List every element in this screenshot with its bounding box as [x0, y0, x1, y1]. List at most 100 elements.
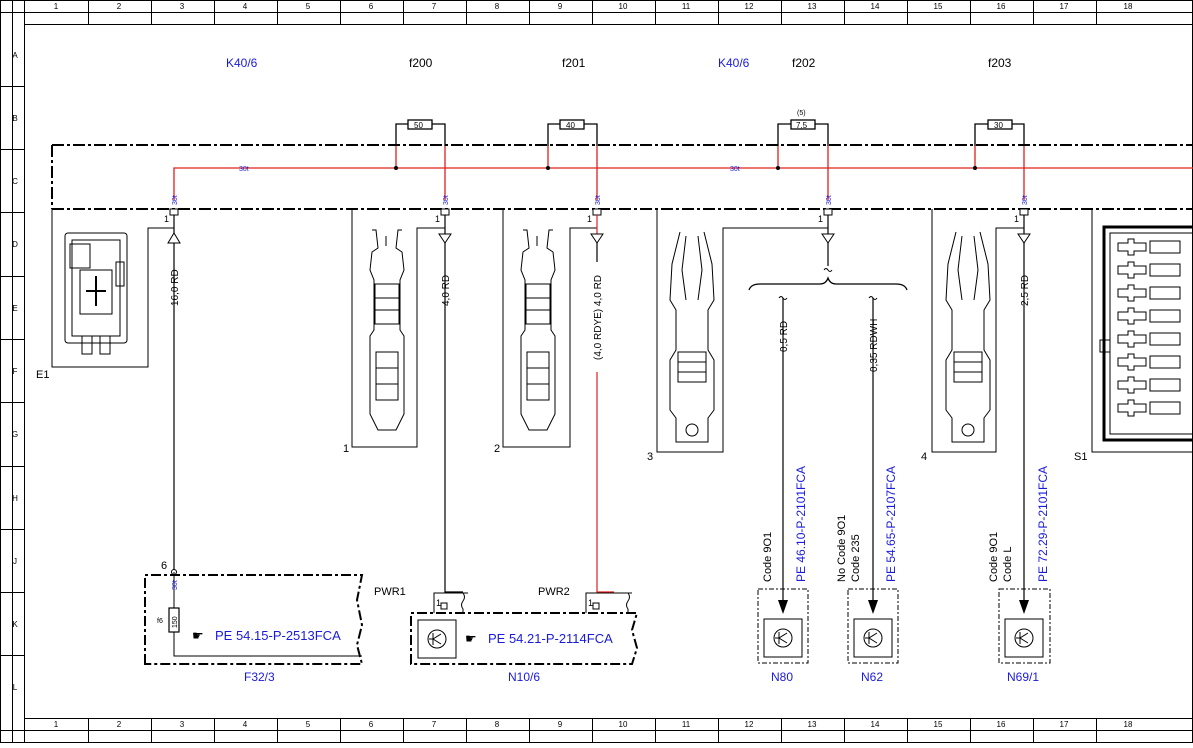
- terminal-label-3: 30t: [826, 195, 833, 205]
- fuse-f200-value: 50: [414, 121, 423, 130]
- row-k: K: [12, 620, 18, 629]
- pin-number-e1: 1: [164, 214, 169, 224]
- label-n62: N62: [861, 670, 883, 684]
- ref-link-n80[interactable]: PE 46.10-P-2101FCA: [794, 466, 808, 582]
- col-6: 6: [369, 2, 374, 11]
- row-h: H: [12, 494, 18, 503]
- label-n69: N69/1: [1007, 670, 1039, 684]
- col-18: 18: [1124, 2, 1133, 11]
- col-4-bottom: 4: [243, 720, 248, 729]
- label-n80: N80: [771, 670, 793, 684]
- col-5-bottom: 5: [306, 720, 311, 729]
- code-note-n69-2: Code L: [1002, 547, 1014, 582]
- col-17-bottom: 17: [1060, 720, 1069, 729]
- connector-3-label: 3: [647, 451, 653, 463]
- col-12-bottom: 12: [745, 720, 754, 729]
- col-9: 9: [558, 2, 563, 11]
- col-3: 3: [180, 2, 185, 11]
- col-16-bottom: 16: [997, 720, 1006, 729]
- col-1: 1: [54, 2, 59, 11]
- fuse-f202-value: 7,5: [796, 121, 808, 130]
- fuse-f201-value: 40: [566, 121, 575, 130]
- terminal-label-4: 30t: [1022, 195, 1029, 205]
- row-b: B: [12, 114, 17, 123]
- hand-icon-n10: ☛: [465, 631, 477, 646]
- col-16: 16: [997, 2, 1006, 11]
- ref-link-f32[interactable]: PE 54.15-P-2513FCA: [215, 628, 341, 643]
- wire-label-n62: 0,35 RDWH: [869, 319, 880, 372]
- terminal-label-e1: 30t: [172, 195, 179, 205]
- col-7-bottom: 7: [432, 720, 437, 729]
- connector-4-label: 4: [921, 451, 927, 463]
- code-note-n69-1: Code 9O1: [988, 532, 1000, 582]
- col-13: 13: [808, 2, 817, 11]
- label-f200: f200: [409, 56, 433, 70]
- hand-icon-f32: ☛: [192, 628, 204, 643]
- col-14-bottom: 14: [871, 720, 880, 729]
- code-note-n80: Code 9O1: [762, 532, 774, 582]
- wire-label-1: 4,0 RD: [441, 275, 452, 306]
- label-k40-left: K40/6: [226, 56, 258, 70]
- label-f203: f203: [988, 56, 1012, 70]
- connector-s1-label: S1: [1074, 451, 1087, 463]
- pwr2-label: PWR2: [538, 586, 570, 598]
- label-f201: f201: [562, 56, 586, 70]
- connector-1-label: 1: [343, 443, 349, 455]
- pin-number-1: 1: [435, 214, 440, 224]
- f32-fuse-name: f6: [157, 618, 163, 625]
- n10-pin2-number: 1: [588, 598, 593, 608]
- bus-label-right: 30t: [730, 166, 740, 173]
- row-j: J: [13, 557, 17, 566]
- terminal-label-2: 30t: [595, 195, 602, 205]
- f32-pin6: 6: [161, 560, 167, 572]
- fuse-f202-note: (5): [797, 110, 806, 117]
- label-f32: F32/3: [244, 670, 275, 684]
- pin-number-3: 1: [818, 214, 823, 224]
- label-f202: f202: [792, 56, 816, 70]
- col-13-bottom: 13: [808, 720, 817, 729]
- col-2-bottom: 2: [117, 720, 122, 729]
- col-8: 8: [495, 2, 500, 11]
- code-note-n62-2: Code 235: [850, 534, 862, 582]
- col-11: 11: [682, 2, 691, 11]
- col-2: 2: [117, 2, 122, 11]
- col-10: 10: [619, 2, 628, 11]
- col-17: 17: [1060, 2, 1069, 11]
- n10-pin2-term: [593, 603, 599, 609]
- fuse-f203-value: 30: [994, 121, 1003, 130]
- row-e: E: [12, 304, 17, 313]
- label-n10: N10/6: [508, 670, 540, 684]
- col-12: 12: [745, 2, 754, 11]
- ref-link-n62[interactable]: PE 54.65-P-2107FCA: [884, 466, 898, 582]
- ref-link-n10[interactable]: PE 54.21-P-2114FCA: [488, 631, 613, 646]
- wire-label-2: (4,0 RDYE) 4,0 RD: [593, 275, 604, 360]
- col-14: 14: [871, 2, 880, 11]
- row-a: A: [12, 51, 18, 60]
- col-10-bottom: 10: [619, 720, 628, 729]
- n10-pin1-term: [441, 603, 447, 609]
- wire-label-n80: 0,5 RD: [779, 321, 790, 352]
- col-1-bottom: 1: [54, 720, 59, 729]
- connector-e1-label: E1: [36, 369, 49, 381]
- col-15: 15: [934, 2, 943, 11]
- col-3-bottom: 3: [180, 720, 185, 729]
- col-11-bottom: 11: [682, 720, 691, 729]
- col-6-bottom: 6: [369, 720, 374, 729]
- ref-link-n69[interactable]: PE 72.29-P-2101FCA: [1036, 466, 1050, 582]
- code-note-n62-1: No Code 9O1: [836, 515, 848, 582]
- row-l: L: [13, 683, 18, 692]
- pwr1-label: PWR1: [374, 586, 406, 598]
- connector-2-label: 2: [494, 443, 500, 455]
- col-9-bottom: 9: [558, 720, 563, 729]
- col-18-bottom: 18: [1124, 720, 1133, 729]
- col-8-bottom: 8: [495, 720, 500, 729]
- pin-number-2: 1: [587, 214, 592, 224]
- f32-terminal-label: 30t: [172, 580, 179, 590]
- pin-number-4: 1: [1014, 214, 1019, 224]
- wire-label-n69: 2,5 RD: [1020, 275, 1031, 306]
- col-5: 5: [306, 2, 311, 11]
- n10-pin1-number: 1: [436, 598, 441, 608]
- wire-label-e1: 16,0 RD: [170, 269, 181, 306]
- row-c: C: [12, 177, 18, 186]
